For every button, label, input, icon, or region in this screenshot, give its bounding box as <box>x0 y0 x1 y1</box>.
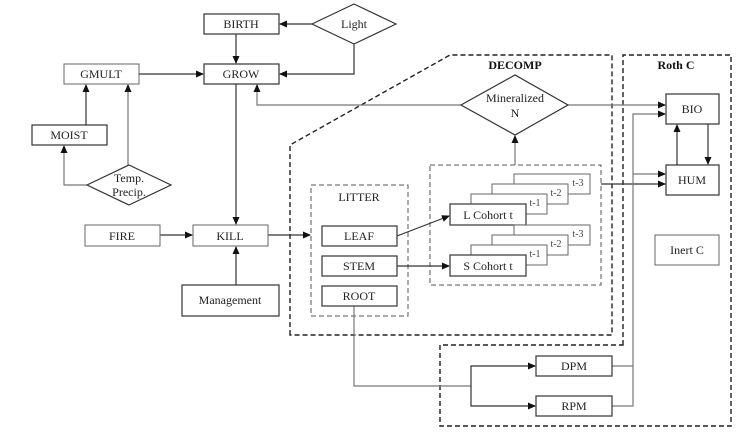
svg-text:t-3: t-3 <box>572 178 583 189</box>
node-bio: BIO <box>665 93 720 125</box>
node-inert-c: Inert C <box>654 234 720 266</box>
node-leaf: LEAF <box>321 225 398 247</box>
litter-group-label: LITTER <box>338 190 379 204</box>
edge-branch-rpm <box>470 386 536 410</box>
svg-text:BIO: BIO <box>682 102 703 116</box>
svg-text:t-2: t-2 <box>550 188 561 199</box>
svg-text:L Cohort t: L Cohort t <box>463 208 513 222</box>
edge-minN-grow <box>253 84 461 106</box>
node-stem: STEM <box>321 255 398 277</box>
node-mineralized-n: Mineralized N <box>459 74 570 136</box>
svg-text:Precip.: Precip. <box>112 185 146 199</box>
svg-text:N: N <box>511 106 520 120</box>
litter-group-outline <box>310 184 409 317</box>
node-root: ROOT <box>321 285 398 307</box>
svg-text:t-1: t-1 <box>529 198 540 209</box>
svg-text:GROW: GROW <box>223 67 260 81</box>
svg-text:t-1: t-1 <box>529 249 540 260</box>
node-temp-precip: Temp. Precip. <box>85 164 173 206</box>
edge-root-dpm-rpm <box>353 306 471 387</box>
edge-leaf-lcohort <box>396 215 450 237</box>
svg-text:STEM: STEM <box>343 259 375 273</box>
svg-text:Temp.: Temp. <box>114 171 144 185</box>
decomp-group-label: DECOMP <box>488 58 541 72</box>
svg-text:Mineralized: Mineralized <box>486 91 544 105</box>
node-l-cohort: L Cohort t <box>449 203 527 226</box>
svg-text:S Cohort t: S Cohort t <box>463 259 513 273</box>
node-grow: GROW <box>203 63 280 85</box>
rothc-group-label: Roth C <box>657 58 694 72</box>
svg-text:Light: Light <box>341 17 368 31</box>
node-s-cohort: S Cohort t <box>449 254 527 277</box>
node-birth: BIRTH <box>203 13 280 35</box>
svg-text:DPM: DPM <box>561 359 587 373</box>
node-moist: MOIST <box>31 124 108 146</box>
svg-text:t-3: t-3 <box>572 229 583 240</box>
rothc-group-outline <box>439 54 732 427</box>
node-fire: FIRE <box>84 224 161 247</box>
edge-rpm-out <box>612 110 666 407</box>
node-gmult: GMULT <box>63 63 140 85</box>
node-management: Management <box>181 284 280 317</box>
svg-text:Management: Management <box>199 293 262 307</box>
svg-text:HUM: HUM <box>678 173 706 187</box>
svg-text:MOIST: MOIST <box>50 128 88 142</box>
node-kill: KILL <box>192 224 269 247</box>
edge-tp-moist <box>60 145 87 186</box>
node-dpm: DPM <box>535 355 613 377</box>
svg-text:BIRTH: BIRTH <box>223 17 259 31</box>
svg-text:FIRE: FIRE <box>109 229 135 243</box>
edge-light-grow <box>279 44 355 78</box>
node-rpm: RPM <box>535 395 613 417</box>
svg-text:GMULT: GMULT <box>80 67 122 81</box>
svg-text:RPM: RPM <box>561 399 587 413</box>
svg-text:LEAF: LEAF <box>344 229 374 243</box>
edge-branch-dpm <box>470 362 536 386</box>
svg-text:KILL: KILL <box>216 229 243 243</box>
node-light: Light <box>310 3 398 45</box>
svg-text:ROOT: ROOT <box>343 289 376 303</box>
svg-text:t-2: t-2 <box>550 239 561 250</box>
node-hum: HUM <box>665 164 720 196</box>
cohort-group-outline <box>429 164 602 286</box>
svg-text:Inert C: Inert C <box>670 243 704 257</box>
